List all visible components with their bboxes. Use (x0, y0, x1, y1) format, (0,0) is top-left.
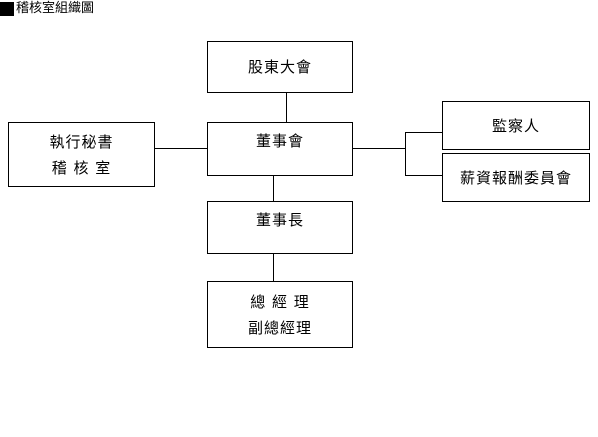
connector-board-chairman (273, 175, 274, 202)
connector-to-supervisor (405, 132, 443, 133)
box-label-line-2: 副總經理 (247, 318, 312, 337)
box-label: 薪資報酬委員會 (459, 168, 572, 187)
connector-chairman-managers (273, 253, 274, 282)
box-label: 股東大會 (247, 58, 312, 76)
chart-title: 稽核室組織圖 (0, 0, 94, 18)
title-square-icon (0, 2, 14, 16)
chart-title-text: 稽核室組織圖 (16, 1, 95, 16)
connector-right-vertical (405, 132, 406, 176)
box-label-line-2: 稽 核 室 (51, 158, 112, 177)
box-label: 董事長 (255, 211, 304, 229)
box-label-line-1: 總 經 理 (250, 292, 310, 311)
box-label: 董事會 (255, 132, 304, 150)
box-label: 監察人 (491, 116, 540, 135)
box-chairman: 董事長 (207, 201, 353, 254)
box-secretary-audit-office: 執行秘書 稽 核 室 (8, 122, 155, 187)
connector-shareholders-board (286, 92, 287, 123)
connector-board-right (352, 148, 406, 149)
box-label-line-1: 執行秘書 (49, 132, 114, 151)
box-supervisor: 監察人 (442, 101, 590, 150)
box-shareholders-meeting: 股東大會 (207, 41, 353, 93)
connector-secretary-board (154, 148, 207, 149)
box-board-of-directors: 董事會 (207, 122, 353, 176)
box-compensation-committee: 薪資報酬委員會 (442, 153, 590, 202)
box-general-managers: 總 經 理 副總經理 (207, 281, 353, 348)
connector-to-compensation (405, 175, 443, 176)
